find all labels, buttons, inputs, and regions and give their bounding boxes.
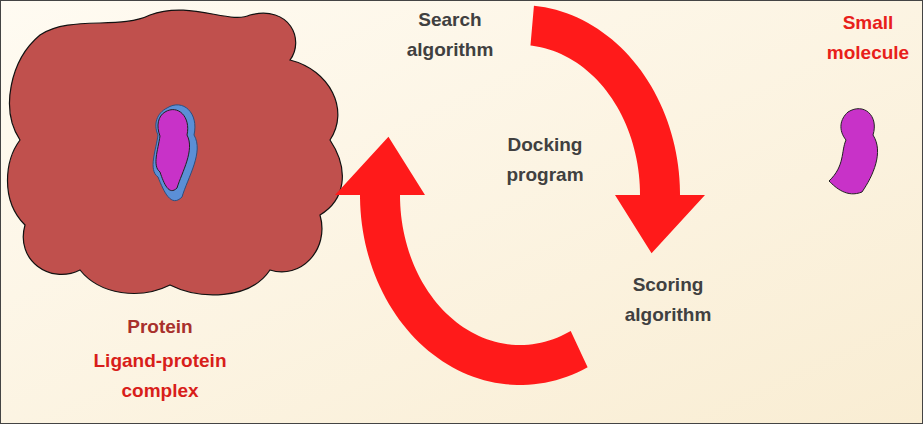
step-label: Search algorithm	[395, 5, 505, 66]
binding-pocket	[153, 105, 197, 201]
cycle-arrow	[530, 6, 705, 253]
molecule-label: Small molecule	[820, 8, 916, 69]
bound-ligand	[156, 110, 190, 191]
protein-label: Protein	[70, 312, 250, 342]
cycle-arrows	[335, 6, 705, 385]
protein-blob	[8, 10, 343, 295]
program-label: Docking program	[490, 130, 600, 191]
complex-label: Ligand-protein complex	[70, 346, 250, 407]
small-molecule-shape	[829, 109, 878, 194]
step-label: Scoring algorithm	[613, 270, 723, 331]
